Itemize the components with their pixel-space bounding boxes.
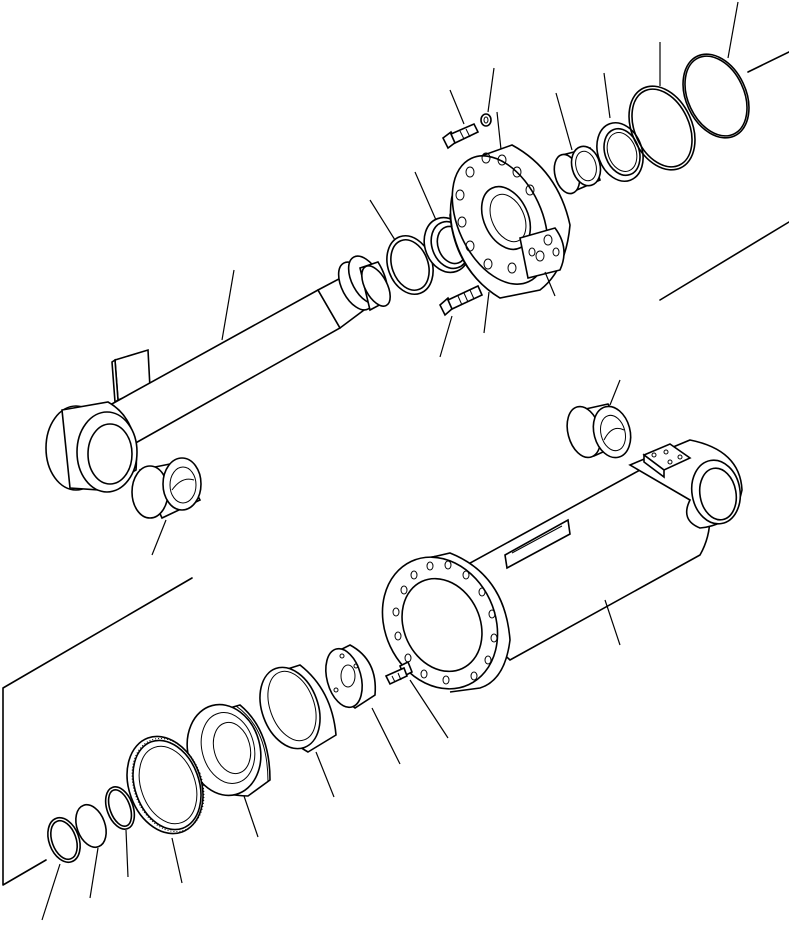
- piston-nut: [325, 644, 377, 709]
- cylinder-head: [449, 144, 571, 299]
- piston-bolt: [384, 660, 414, 686]
- head-bolt-lower: [439, 284, 484, 317]
- piston-seal-ring: [126, 735, 205, 835]
- piston-rod: [45, 255, 391, 493]
- piston: [186, 703, 271, 797]
- head-bolt-upper: [441, 122, 480, 150]
- lower-group-bracket: [2, 577, 193, 886]
- leader-rod: [221, 269, 235, 341]
- bottom-bushing: [566, 403, 632, 459]
- cylinder-tube: [381, 439, 743, 693]
- ring-c: [104, 786, 136, 830]
- ring-a: [47, 816, 81, 864]
- head-seal-ring: [682, 53, 750, 139]
- upper-group-bracket: [659, 51, 789, 301]
- rod-end-bushing: [131, 457, 202, 520]
- bolt-washer-upper: [480, 113, 492, 127]
- head-bushing: [553, 145, 602, 195]
- wear-ring: [259, 664, 337, 753]
- head-o-ring: [628, 85, 696, 171]
- ring-b: [75, 803, 107, 849]
